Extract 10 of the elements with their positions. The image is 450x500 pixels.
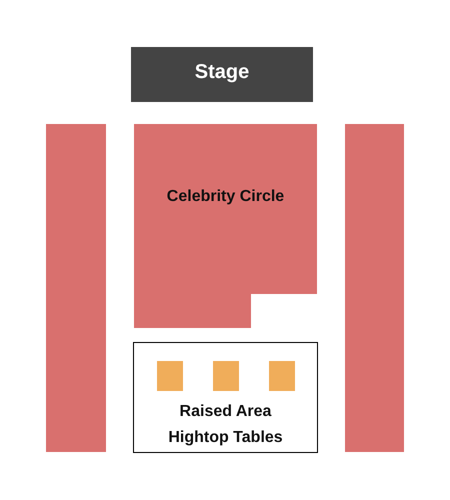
table-marker	[213, 361, 239, 391]
seating-section	[46, 124, 106, 452]
stage-label: Stage	[194, 62, 250, 82]
raised-area	[133, 342, 318, 453]
table-marker	[269, 361, 295, 391]
area-label: Raised Area Hightop Tables	[167, 402, 284, 448]
seating-section	[345, 124, 404, 452]
table-marker	[157, 361, 183, 391]
stage-block	[131, 47, 313, 102]
section-label: Celebrity Circle	[166, 187, 286, 207]
